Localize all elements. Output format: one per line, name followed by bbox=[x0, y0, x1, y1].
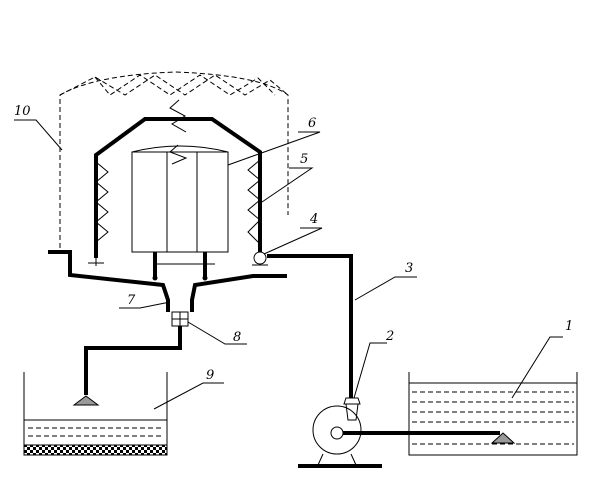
callout-6: 6 bbox=[308, 116, 316, 131]
suction-nozzle bbox=[490, 432, 516, 444]
callout-10: 10 bbox=[14, 104, 31, 119]
callout-9: 9 bbox=[206, 368, 214, 383]
callout-3: 3 bbox=[405, 261, 413, 276]
outer-housing bbox=[59, 71, 289, 248]
callout-1: 1 bbox=[565, 319, 573, 334]
receiving-tank bbox=[23, 372, 168, 456]
drain-valve bbox=[171, 311, 189, 327]
callout-5: 5 bbox=[300, 152, 308, 167]
pump bbox=[298, 397, 382, 468]
callout-8: 8 bbox=[233, 330, 241, 345]
callout-2: 2 bbox=[385, 329, 394, 344]
vessel-shell bbox=[94, 117, 262, 258]
inner-basket bbox=[131, 145, 229, 281]
heating-coils bbox=[95, 99, 261, 245]
supply-pipe bbox=[267, 254, 353, 398]
callout-7: 7 bbox=[127, 293, 136, 308]
callouts: 10 6 5 4 3 7 1 8 2 9 bbox=[14, 104, 573, 383]
supply-tank bbox=[408, 372, 578, 456]
leaders bbox=[14, 119, 563, 410]
callout-4: 4 bbox=[309, 212, 318, 227]
drain-pipe bbox=[84, 326, 182, 395]
drain-nozzle bbox=[72, 395, 100, 406]
inlet-valve bbox=[253, 251, 267, 265]
